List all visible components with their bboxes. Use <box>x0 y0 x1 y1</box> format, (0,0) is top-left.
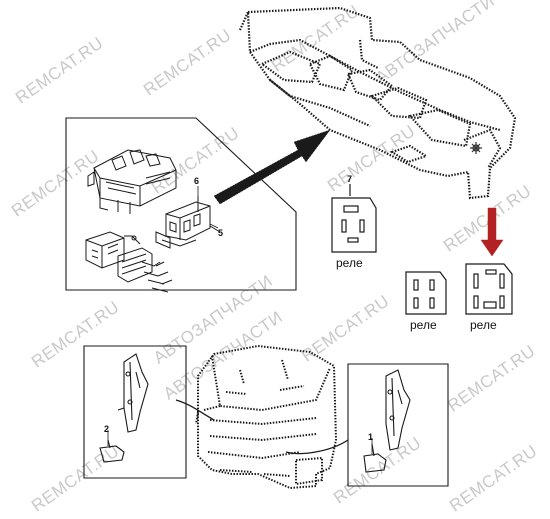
relay-cluster <box>155 196 221 249</box>
relay-label: реле <box>470 318 497 332</box>
callout-1: 1 <box>368 432 374 442</box>
relay-label: реле <box>410 318 437 332</box>
fuse-box-panel <box>65 117 297 291</box>
truck-outline <box>195 344 338 490</box>
callout-5: 5 <box>218 228 224 238</box>
callout-7: 7 <box>347 174 353 184</box>
red-pointer-arrow <box>480 207 504 257</box>
callout-6: 6 <box>194 176 200 186</box>
relay-symbol-5-pin <box>465 263 513 315</box>
wiring-block <box>85 231 173 293</box>
relay-symbol-7 <box>331 184 377 253</box>
relay-label: реле <box>336 256 363 270</box>
dashboard-outline <box>238 6 517 200</box>
relay-symbol-4-pin <box>405 271 447 315</box>
callout-2: 2 <box>104 424 110 434</box>
gear-icon <box>470 142 482 154</box>
leader-lines <box>175 399 349 455</box>
bracket-panel-right <box>347 363 449 487</box>
bracket-panel-left <box>83 345 187 479</box>
callout-arrow <box>213 129 331 205</box>
fuse-box-module <box>87 149 177 214</box>
callout-lines <box>107 186 373 454</box>
